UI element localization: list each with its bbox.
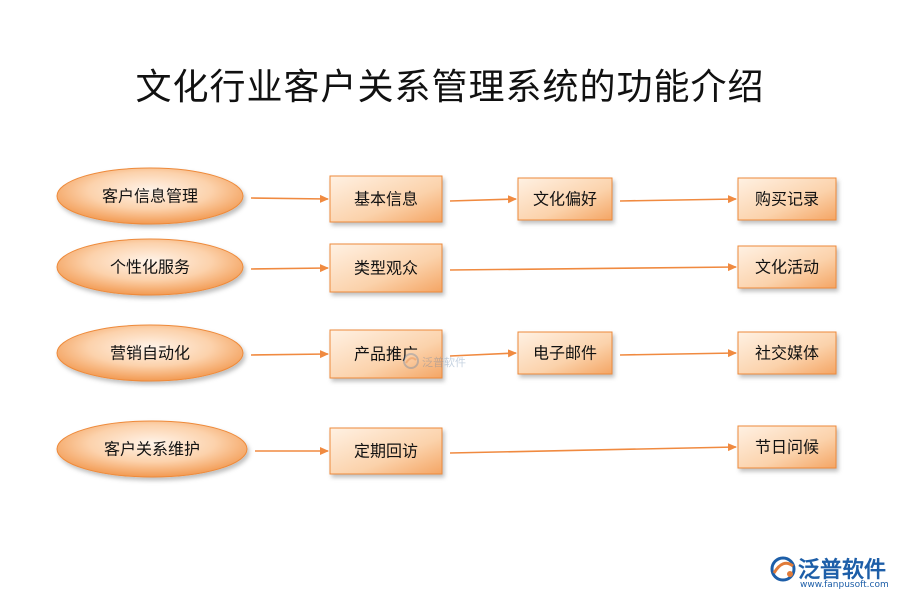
function-box-label: 社交媒体 bbox=[755, 344, 819, 363]
center-watermark: 泛普软件 bbox=[402, 352, 482, 372]
page-title: 文化行业客户关系管理系统的功能介绍 bbox=[135, 67, 765, 108]
function-box-regular-visit: 定期回访 bbox=[329, 427, 443, 475]
category-label: 客户信息管理 bbox=[102, 187, 198, 206]
function-box-rect bbox=[329, 175, 443, 223]
category-label: 客户关系维护 bbox=[104, 440, 200, 459]
brand-watermark: 泛普软件 www.fanpusoft.com bbox=[768, 552, 893, 596]
function-box-label: 文化活动 bbox=[755, 258, 819, 277]
arrow-email-to-social-media bbox=[619, 349, 737, 358]
arrow-culture-pref-to-purchase-record bbox=[619, 195, 737, 204]
function-box-rect bbox=[517, 331, 613, 375]
function-box-culture-pref: 文化偏好 bbox=[517, 177, 613, 221]
arrow-personalized-to-audience-type bbox=[250, 264, 329, 273]
category-node-customer-info: 客户信息管理 bbox=[56, 167, 244, 225]
arrow-basic-info-to-culture-pref bbox=[449, 195, 517, 204]
function-box-rect bbox=[737, 425, 837, 469]
function-box-label: 定期回访 bbox=[354, 442, 418, 461]
category-node-personalized: 个性化服务 bbox=[56, 238, 244, 296]
arrow-audience-type-to-culture-event bbox=[449, 263, 737, 272]
function-box-email: 电子邮件 bbox=[517, 331, 613, 375]
function-box-rect bbox=[517, 177, 613, 221]
arrow-regular-visit-to-holiday-greet bbox=[449, 443, 737, 454]
function-box-rect bbox=[737, 177, 837, 221]
category-label: 个性化服务 bbox=[110, 258, 190, 277]
function-box-rect bbox=[329, 243, 443, 293]
function-box-label: 基本信息 bbox=[354, 190, 418, 209]
function-box-label: 类型观众 bbox=[354, 259, 418, 278]
function-box-holiday-greet: 节日问候 bbox=[737, 425, 837, 469]
swirl-logo-icon bbox=[403, 353, 419, 369]
function-box-rect bbox=[329, 329, 443, 379]
category-ellipse bbox=[56, 420, 248, 478]
category-label: 营销自动化 bbox=[110, 344, 190, 363]
brand-logo-icon bbox=[770, 556, 796, 582]
function-box-rect bbox=[329, 427, 443, 475]
center-watermark-text: 泛普软件 bbox=[422, 356, 466, 369]
function-box-rect bbox=[737, 245, 837, 289]
function-box-audience-type: 类型观众 bbox=[329, 243, 443, 293]
function-box-label: 购买记录 bbox=[755, 190, 819, 209]
function-box-culture-event: 文化活动 bbox=[737, 245, 837, 289]
function-box-label: 电子邮件 bbox=[533, 344, 597, 363]
arrow-customer-info-to-basic-info bbox=[250, 194, 329, 203]
category-ellipse bbox=[56, 324, 244, 382]
function-box-purchase-record: 购买记录 bbox=[737, 177, 837, 221]
function-box-product-promo: 产品推广 bbox=[329, 329, 443, 379]
function-box-label: 文化偏好 bbox=[533, 190, 597, 209]
function-box-label: 节日问候 bbox=[755, 438, 819, 457]
function-box-rect bbox=[737, 331, 837, 375]
arrow-product-promo-to-email bbox=[449, 349, 517, 358]
function-box-social-media: 社交媒体 bbox=[737, 331, 837, 375]
brand-url: www.fanpusoft.com bbox=[800, 580, 889, 590]
category-ellipse bbox=[56, 238, 244, 296]
category-node-maintenance: 客户关系维护 bbox=[56, 420, 248, 478]
category-ellipse bbox=[56, 167, 244, 225]
function-box-label: 产品推广 bbox=[354, 345, 418, 364]
function-box-basic-info: 基本信息 bbox=[329, 175, 443, 223]
category-node-marketing: 营销自动化 bbox=[56, 324, 244, 382]
brand-name: 泛普软件 bbox=[798, 558, 887, 583]
arrow-marketing-to-product-promo bbox=[250, 350, 329, 359]
